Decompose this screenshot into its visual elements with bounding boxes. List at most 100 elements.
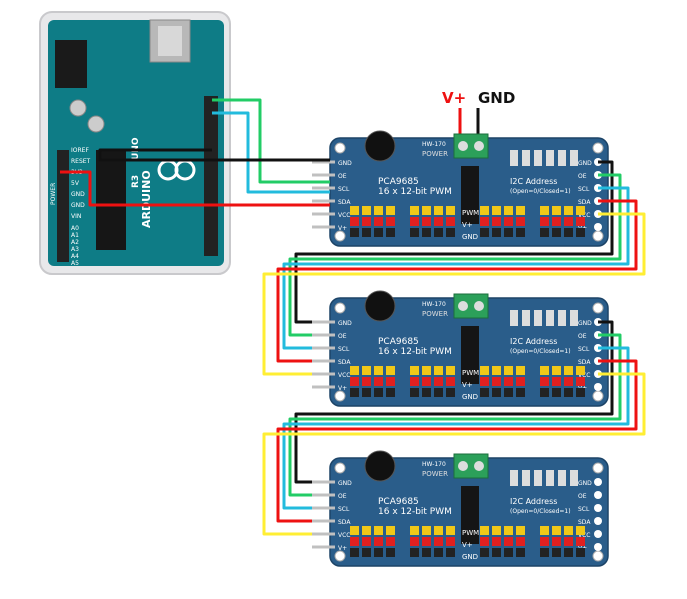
arduino-analog-label: A3: [71, 246, 79, 253]
pin-label: SDA: [578, 519, 591, 526]
servo-pin-gnd: [564, 548, 573, 557]
address-jumper: [510, 310, 518, 326]
pin-label: OE: [578, 493, 587, 500]
address-jumper: [546, 150, 554, 166]
board-desc: 16 x 12-bit PWM: [378, 507, 452, 517]
servo-pin-signal: [422, 206, 431, 215]
servo-pin-gnd: [374, 548, 383, 557]
servo-pin-gnd: [434, 548, 443, 557]
board-model: HW-170: [422, 141, 446, 148]
servo-pin-signal: [516, 366, 525, 375]
pin-label: VCC: [338, 532, 350, 539]
servo-pin-signal: [434, 206, 443, 215]
servo-pin-vplus: [504, 217, 513, 226]
pin-label: GND: [338, 320, 352, 327]
servo-pin-vplus: [552, 217, 561, 226]
servo-pin-vplus: [446, 537, 455, 546]
address-jumper: [558, 150, 566, 166]
servo-pin-signal: [564, 366, 573, 375]
servo-pin-signal: [434, 526, 443, 535]
address-jumper: [558, 310, 566, 326]
servo-pin-vplus: [386, 377, 395, 386]
servo-pin-vplus: [540, 377, 549, 386]
servo-pin-vplus: [374, 377, 383, 386]
board-desc: 16 x 12-bit PWM: [378, 187, 452, 197]
address-jumper: [522, 150, 530, 166]
mounting-hole: [592, 302, 604, 314]
servo-pin-vplus: [564, 377, 573, 386]
chain-wire: [294, 160, 614, 324]
pin-label: VCC: [578, 372, 590, 379]
servo-pin-gnd: [374, 388, 383, 397]
chain-wire: [262, 212, 646, 376]
arduino-rev: R3: [131, 175, 141, 188]
arduino-pin-label: GND: [71, 202, 85, 209]
chain-wire: [262, 372, 646, 536]
servo-pin-signal: [504, 206, 513, 215]
servo-pin-signal: [374, 526, 383, 535]
board-desc: 16 x 12-bit PWM: [378, 347, 452, 357]
servo-pin-gnd: [362, 228, 371, 237]
arduino-analog-label: A0: [71, 225, 79, 232]
servo-pin-gnd: [350, 548, 359, 557]
mounting-hole: [334, 230, 346, 242]
capacitor: [364, 290, 396, 322]
servo-pin-signal: [386, 206, 395, 215]
servo-pin-vplus: [540, 217, 549, 226]
servo-pin-gnd: [540, 228, 549, 237]
servo-pin-vplus: [350, 377, 359, 386]
servo-pin-gnd: [350, 388, 359, 397]
gnd-label: GND: [478, 89, 515, 107]
servo-pin-signal: [576, 526, 585, 535]
address-jumper: [510, 470, 518, 486]
pca-chip: [461, 166, 479, 224]
arduino-analog-label: A4: [71, 253, 79, 260]
address-jumper: [546, 310, 554, 326]
servo-pin-vplus: [434, 377, 443, 386]
board-vplus-label: V+: [462, 541, 473, 549]
board-pwm-label: PWM: [462, 369, 479, 377]
servo-pin-signal: [552, 206, 561, 215]
pca-chip: [461, 486, 479, 544]
arduino-analog-label: A5: [71, 260, 79, 267]
servo-pin-signal: [446, 526, 455, 535]
chain-wire: [276, 199, 638, 363]
arduino-brand: ARDUINO: [140, 170, 153, 228]
servo-pin-vplus: [564, 537, 573, 546]
servo-pin-gnd: [386, 228, 395, 237]
servo-pin-vplus: [422, 377, 431, 386]
servo-pin-vplus: [492, 377, 501, 386]
servo-pin-vplus: [350, 537, 359, 546]
servo-pin-gnd: [434, 388, 443, 397]
servo-pin-signal: [480, 366, 489, 375]
servo-pin-gnd: [422, 228, 431, 237]
servo-pin-signal: [350, 206, 359, 215]
pin-label: SCL: [578, 346, 590, 353]
vplus-label: V+: [442, 89, 466, 107]
servo-pin-gnd: [576, 548, 585, 557]
servo-pin-gnd: [552, 228, 561, 237]
servo-pin-signal: [410, 526, 419, 535]
pin-label: VCC: [578, 212, 590, 219]
servo-pin-signal: [504, 366, 513, 375]
chain-wire: [288, 333, 622, 497]
output-pin-hole: [594, 543, 602, 551]
servo-pin-signal: [516, 526, 525, 535]
board-addr-sub: (Open=0/Closed=1): [510, 508, 571, 515]
servo-pin-vplus: [492, 537, 501, 546]
pin-label: OE: [578, 173, 587, 180]
servo-pin-signal: [552, 366, 561, 375]
board-addr-sub: (Open=0/Closed=1): [510, 348, 571, 355]
servo-pin-vplus: [362, 217, 371, 226]
servo-pin-signal: [374, 366, 383, 375]
servo-pin-signal: [410, 366, 419, 375]
pin-label: GND: [578, 480, 592, 487]
pin-label: SCL: [578, 186, 590, 193]
servo-pin-vplus: [492, 217, 501, 226]
servo-pin-signal: [540, 366, 549, 375]
pin-label: SCL: [338, 186, 350, 193]
servo-pin-vplus: [576, 377, 585, 386]
servo-pin-vplus: [446, 217, 455, 226]
